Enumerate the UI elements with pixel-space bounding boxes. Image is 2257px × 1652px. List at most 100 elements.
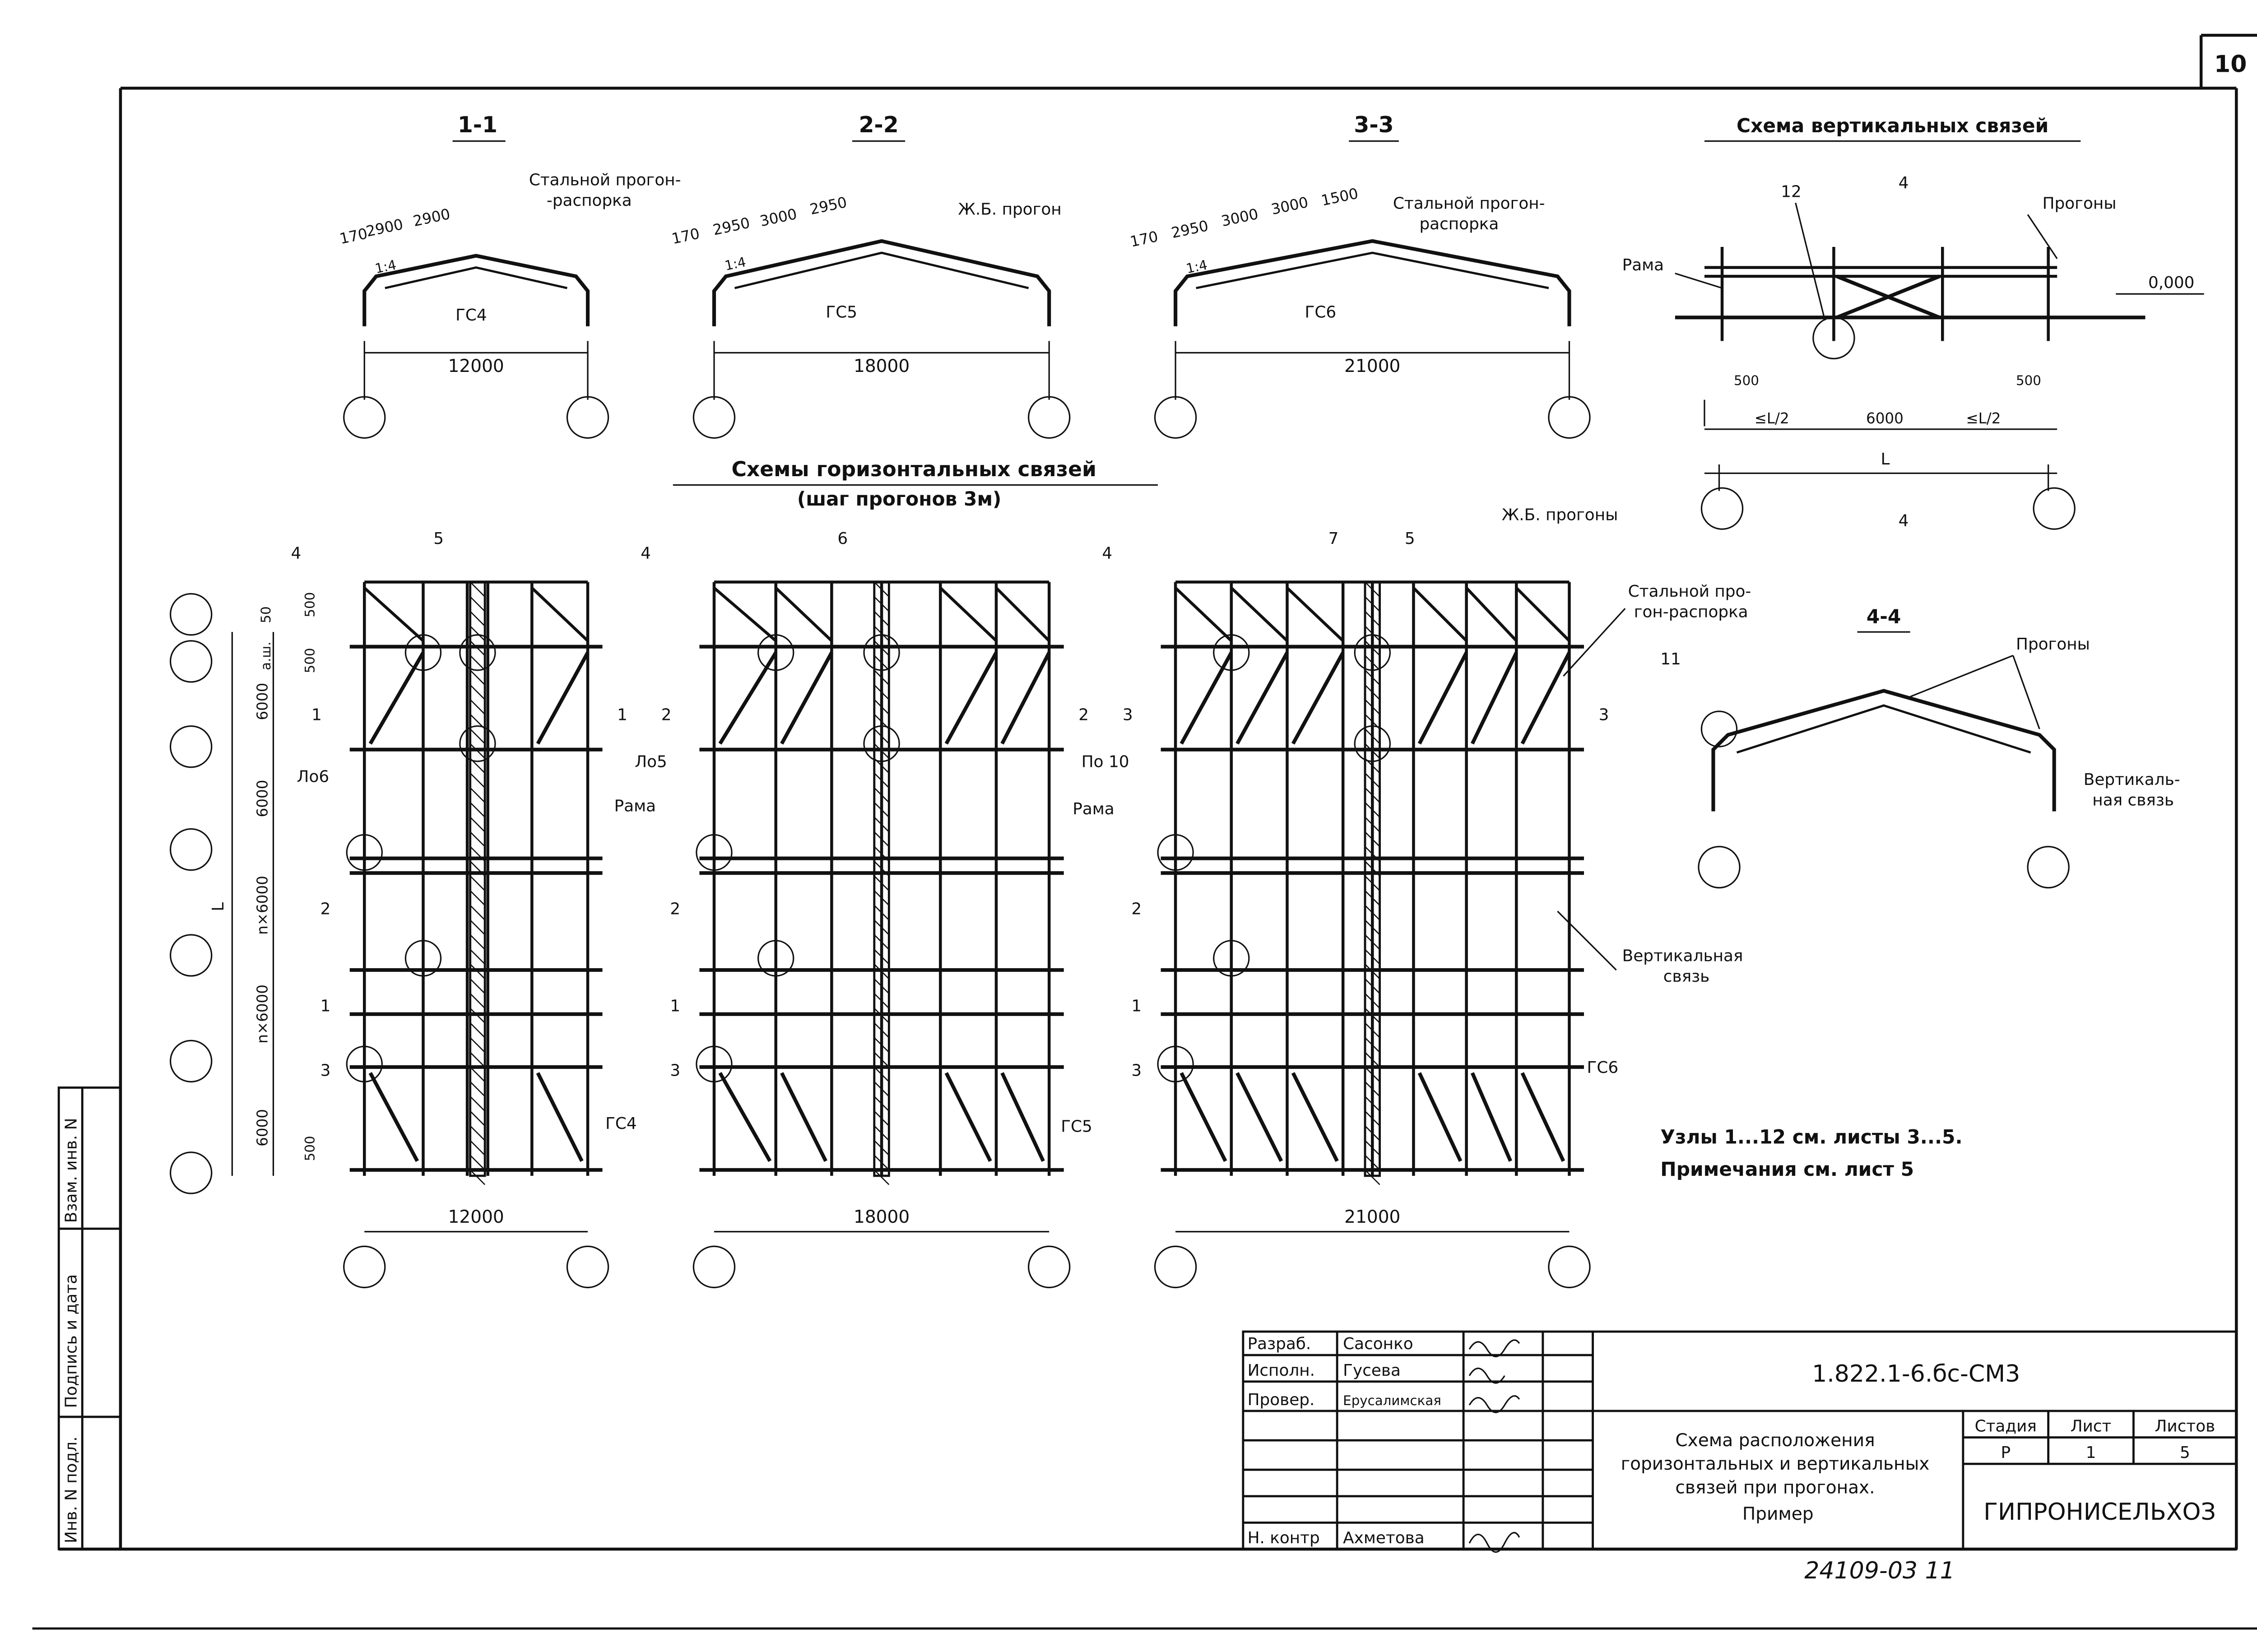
lattice-diagonal — [469, 1022, 486, 1038]
lattice-diagonal — [873, 611, 890, 627]
lattice-diagonal — [469, 787, 486, 803]
title-line: горизонтальных и вертикальных — [1621, 1454, 1930, 1474]
axis-bubble — [169, 1151, 213, 1194]
callout-number: 1 — [320, 997, 331, 1015]
lattice-diagonal — [1365, 1125, 1380, 1141]
lattice-diagonal — [873, 949, 890, 965]
lattice-diagonal — [873, 1081, 890, 1097]
bracing-diagonal — [1180, 1072, 1227, 1162]
vs-label-cut-top: 4 — [1899, 174, 1909, 192]
vs-label-node: 12 — [1781, 182, 1802, 201]
lattice-diagonal — [469, 743, 486, 759]
lattice-diagonal — [873, 772, 890, 789]
lattice-diagonal — [469, 1125, 486, 1141]
node-callout — [1213, 940, 1250, 977]
axis-bubble — [1154, 396, 1197, 439]
plan-dim-column: 50 500 а.ш. 500 6000 6000 n×6000 n×6000 … — [209, 592, 318, 1176]
axis-bubble — [343, 1245, 386, 1289]
dim-6000-1: 6000 — [254, 683, 271, 720]
axis-bubble — [2033, 487, 2076, 530]
bracing-diagonal — [1286, 587, 1344, 642]
bracing-diagonal — [1520, 1072, 1565, 1162]
lattice-diagonal — [1365, 684, 1380, 700]
archive-number: 24109-03 11 — [1804, 1557, 1955, 1584]
bracing-diagonal — [368, 1072, 419, 1162]
lattice-diagonal — [873, 861, 890, 877]
lattice-diagonal — [873, 1110, 890, 1127]
lattice-diagonal — [1365, 743, 1380, 759]
lattice-diagonal — [469, 919, 486, 935]
node-callout — [863, 725, 900, 762]
note-nodes: Узлы 1...12 см. листы 3...5. — [1660, 1126, 1962, 1148]
lattice-diagonal — [469, 772, 486, 789]
stamp-org: ГИПРОНИСЕЛЬХОЗ — [1983, 1499, 2216, 1526]
node-callout — [404, 940, 442, 977]
lattice-diagonal — [1365, 1110, 1380, 1127]
plan-brace-label: Ло6 — [297, 767, 330, 786]
lattice-diagonal — [469, 699, 486, 715]
dim-500-bottom: 500 — [302, 1136, 318, 1161]
stamp-sheet-hdr: Лист — [2071, 1417, 2112, 1436]
node-callout — [346, 1045, 383, 1083]
lattice-diagonal — [873, 596, 890, 612]
section-frame-label: ГС5 — [826, 303, 857, 321]
stamp-name: Ахметова — [1343, 1529, 1424, 1547]
section-dim: 2950 — [711, 214, 752, 238]
note-line: Вертикальная — [1622, 947, 1743, 965]
bracing-diagonal — [1412, 587, 1468, 642]
lattice-diagonal — [1365, 611, 1380, 627]
lattice-diagonal — [469, 581, 486, 597]
lattice-brace — [1364, 581, 1381, 1177]
axis-bubble — [566, 1245, 609, 1289]
dim-6000-3: 6000 — [254, 1109, 271, 1146]
lattice-diagonal — [873, 802, 890, 818]
bracing-diagonal — [944, 1072, 992, 1162]
stamp-stage-hdr: Стадия — [1975, 1417, 2037, 1436]
lattice-diagonal — [1365, 596, 1380, 612]
span-dimension: 21000 — [1344, 1207, 1400, 1227]
lattice-diagonal — [873, 743, 890, 759]
vs-label-cut-bottom: 4 — [1899, 512, 1909, 530]
lattice-diagonal — [1365, 934, 1380, 950]
lattice-diagonal — [873, 831, 890, 847]
section-cut-marker: 3 — [1599, 706, 1609, 724]
section-cut-marker: 1 — [617, 706, 627, 724]
axis-bubble — [169, 934, 213, 977]
section-title: 1-1 — [458, 112, 497, 138]
note-line: ная связь — [2092, 791, 2174, 809]
vs-label-level: 0,000 — [2148, 274, 2194, 292]
lattice-diagonal — [469, 817, 486, 832]
vs-dim-mid: 6000 — [1866, 410, 1904, 427]
bracing-diagonal — [1000, 651, 1051, 745]
lattice-diagonal — [1365, 1169, 1380, 1185]
title-block — [1242, 1330, 2238, 1550]
section-dim: 2950 — [808, 194, 849, 218]
bracing-diagonal — [1000, 1072, 1045, 1162]
lattice-diagonal — [873, 1052, 890, 1067]
lattice-diagonal — [873, 729, 890, 744]
lattice-diagonal — [1365, 1037, 1380, 1053]
section-cut-marker: 2 — [661, 706, 672, 724]
stamp-name: Ерусалимская — [1343, 1393, 1441, 1408]
callout-number: 1 — [1131, 997, 1142, 1015]
lattice-diagonal — [1365, 1022, 1380, 1038]
plan-frame-label: ГС5 — [1061, 1117, 1092, 1136]
lattice-diagonal — [469, 1037, 486, 1053]
vs-label-progony: Прогоны — [2043, 194, 2117, 213]
bracing-diagonal — [536, 651, 590, 745]
bracing-diagonal — [718, 1072, 772, 1162]
axis-bubble — [1698, 845, 1741, 889]
dim-n6000-1: n×6000 — [254, 876, 271, 935]
lattice-diagonal — [873, 978, 890, 994]
vertical-scheme-title: Схема вертикальных связей — [1737, 115, 2048, 137]
callout-number: 3 — [1131, 1062, 1142, 1080]
bracing-diagonal — [1520, 651, 1571, 745]
lattice-diagonal — [469, 1081, 486, 1097]
lattice-diagonal — [1365, 1067, 1380, 1082]
callout-number: 3 — [670, 1062, 680, 1080]
section-title: 3-3 — [1354, 112, 1393, 138]
stamp-role: Н. контр — [1248, 1529, 1320, 1547]
bracing-diagonal — [1174, 587, 1233, 642]
section-note: Ж.Б. прогон — [958, 200, 1061, 218]
callout-number: 4 — [291, 544, 302, 562]
